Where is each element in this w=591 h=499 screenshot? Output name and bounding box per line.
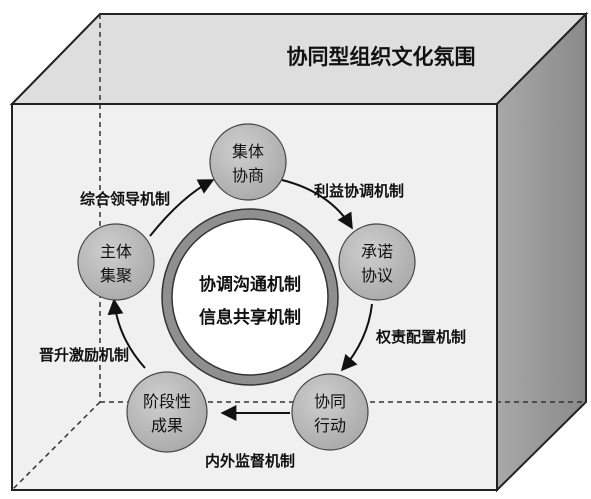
- node-collective-negotiation: 集体 协商: [209, 123, 287, 201]
- center-text-line2: 信息共享机制: [199, 307, 301, 328]
- center-core: [171, 218, 329, 376]
- node-n5-line1: 主体: [100, 242, 132, 261]
- node-n5-line2: 集聚: [100, 266, 132, 285]
- center-text-line1: 协调沟通机制: [199, 274, 301, 295]
- edge-label-comprehensive-leadership: 综合领导机制: [80, 190, 170, 208]
- node-n1-line1: 集体: [232, 142, 264, 161]
- hidden-edge-diagonal: [11, 401, 101, 491]
- node-coordinated-action: 协同 行动: [291, 373, 369, 451]
- node-n3-line1: 协同: [314, 392, 346, 411]
- diagram-title: 协同型组织文化氛围: [287, 45, 476, 69]
- arrow-e4: [107, 298, 146, 369]
- edge-label-responsibility-allocation: 权责配置机制: [375, 328, 466, 346]
- node-n4-line1: 阶段性: [143, 392, 191, 411]
- edge-label-promotion-incentive: 晋升激励机制: [39, 346, 129, 364]
- node-stage-results: 阶段性 成果: [126, 371, 208, 453]
- arrow-e5: [149, 179, 215, 237]
- node-n2-line1: 承诺: [361, 242, 393, 261]
- node-commitment-agreement: 承诺 协议: [338, 223, 416, 301]
- node-n3-line2: 行动: [314, 416, 346, 435]
- node-n1-line2: 协商: [232, 166, 264, 185]
- arrow-e2: [340, 303, 373, 372]
- edge-label-interest-coordination: 利益协调机制: [314, 182, 404, 200]
- edge-label-supervision: 内外监督机制: [205, 452, 295, 470]
- arrow-e1: [281, 179, 353, 230]
- node-n4-line2: 成果: [151, 416, 183, 435]
- node-subject-gathering: 主体 集聚: [77, 223, 155, 301]
- node-n2-line2: 协议: [361, 266, 393, 285]
